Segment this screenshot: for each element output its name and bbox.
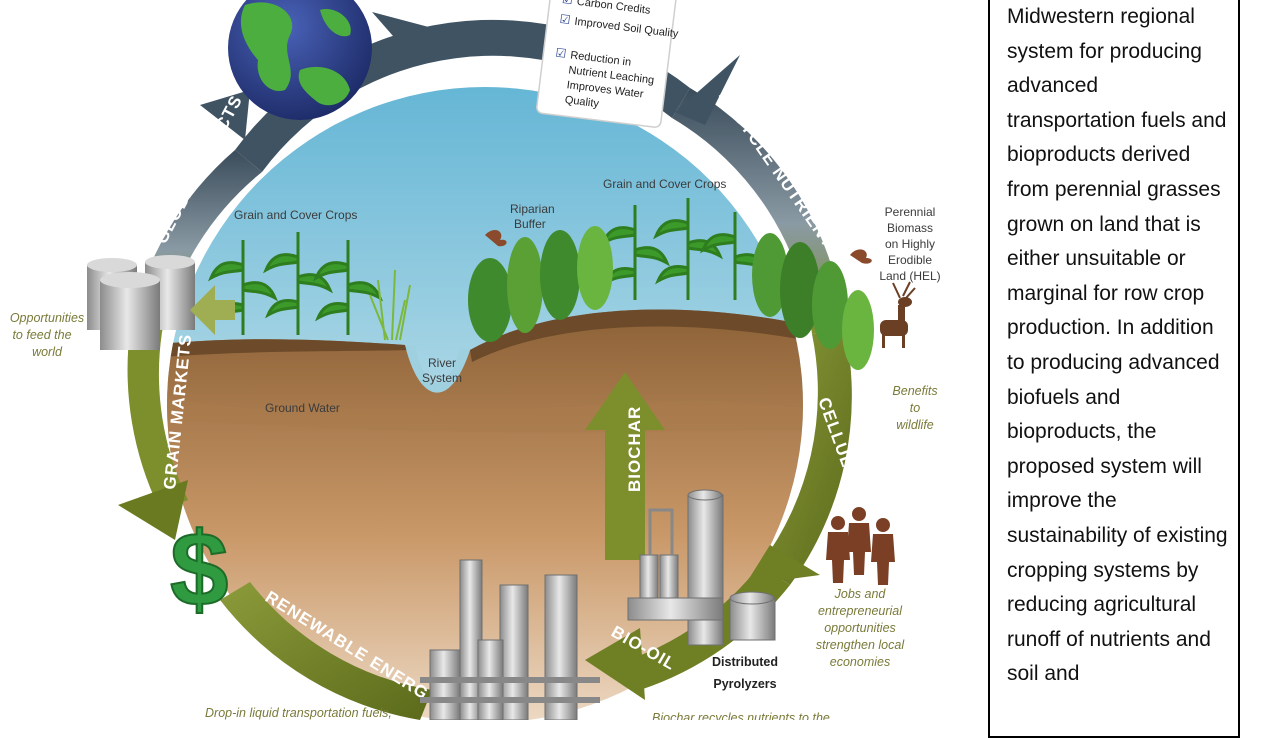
pyrolyzer-icon bbox=[627, 489, 776, 646]
grain-silos-icon bbox=[87, 255, 195, 350]
refinery-icon bbox=[420, 559, 600, 720]
deer-icon bbox=[880, 281, 916, 348]
cycle-diagram: GLOBAL IMPACTS GLOBAL IMPACTS RECYCLE NU… bbox=[10, 0, 941, 720]
left-crops bbox=[208, 232, 383, 335]
bird-icon bbox=[485, 230, 507, 247]
note-biochar-recycles: Biochar recycles nutrients to the bbox=[652, 711, 830, 720]
people-icon bbox=[826, 507, 895, 585]
checklist-check-icon: ☑ bbox=[561, 0, 573, 7]
checklist-check-icon: ☑ bbox=[555, 46, 567, 61]
checklist-card: ☑ Carbon Credits ☑ Improved Soil Quality… bbox=[536, 0, 679, 128]
description-textbox: Midwestern regional system for producing… bbox=[988, 0, 1240, 738]
arc-label-biochar: BIOCHAR bbox=[625, 406, 644, 492]
riparian-vegetation bbox=[468, 226, 613, 342]
arc-label-global-impacts-top: GLOBAL IMPACTS bbox=[402, 0, 568, 21]
label-grain-cover-right: Grain and Cover Crops bbox=[603, 177, 726, 191]
label-ground-water: Ground Water bbox=[265, 401, 340, 415]
checklist-check-icon: ☑ bbox=[559, 12, 571, 27]
bird-icon bbox=[850, 249, 872, 264]
label-grain-cover-left: Grain and Cover Crops bbox=[234, 208, 357, 222]
globe-icon bbox=[228, 0, 372, 120]
grain-arrow bbox=[190, 285, 235, 335]
note-drop-in-fuels: Drop-in liquid transportation fuels, bbox=[205, 706, 392, 720]
left-grass bbox=[369, 269, 411, 341]
perennial-grasses bbox=[752, 233, 874, 370]
description-text: Midwestern regional system for producing… bbox=[1007, 5, 1228, 686]
dollar-icon: $ bbox=[170, 511, 228, 628]
